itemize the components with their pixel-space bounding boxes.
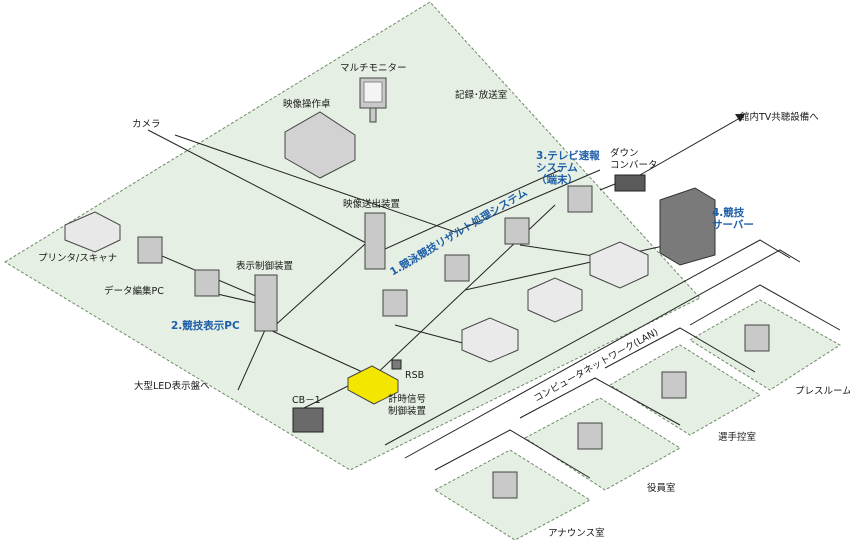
lan-to-officials: [519, 377, 681, 426]
display-controller-label: 表示制御装置: [236, 261, 294, 272]
record-room-label: 記録･放送室: [455, 90, 508, 101]
video-sender-label: 映像送出装置: [343, 199, 401, 210]
officials-room-label: 役員室: [647, 483, 676, 494]
devices: [64, 77, 770, 499]
rsb-label: RSB: [405, 370, 425, 381]
printer-scanner-label: プリンタ/スキャナ: [38, 253, 118, 264]
tv-system-label: 3.テレビ速報 システム （端末）: [536, 150, 600, 186]
server-label: 4.競技 サーバー: [712, 207, 754, 231]
display-pc-label: 2.競技表示PC: [171, 320, 240, 332]
multi-monitor-label: マルチモニター: [340, 63, 407, 74]
lan-to-press: [689, 284, 841, 331]
lan-bus-upper: [384, 239, 791, 446]
lan-bus-lower: [404, 249, 801, 459]
camera-label: カメラ: [132, 119, 161, 130]
big-led-label: 大型LED表示盤へ: [134, 381, 210, 392]
hall-tv-arrow: [735, 114, 745, 122]
down-converter-label: ダウン コンバータ: [610, 148, 658, 171]
athlete-room-label: 選手控室: [718, 432, 757, 443]
lan-to-athlete: [604, 327, 756, 373]
announce-room-label: アナウンス室: [548, 528, 605, 539]
cb1-label: CB－1: [292, 395, 321, 406]
room-partition: [174, 134, 601, 233]
video-console-label: 映像操作卓: [283, 99, 331, 110]
lan-to-announce: [434, 429, 591, 479]
data-edit-pc-label: データ編集PC: [104, 286, 164, 297]
timing-controller-label: 計時信号 制御装置: [388, 394, 427, 417]
press-room-label: プレスルーム: [795, 386, 850, 397]
hall-tv-label: 館内TV共聴設備へ: [740, 112, 819, 123]
